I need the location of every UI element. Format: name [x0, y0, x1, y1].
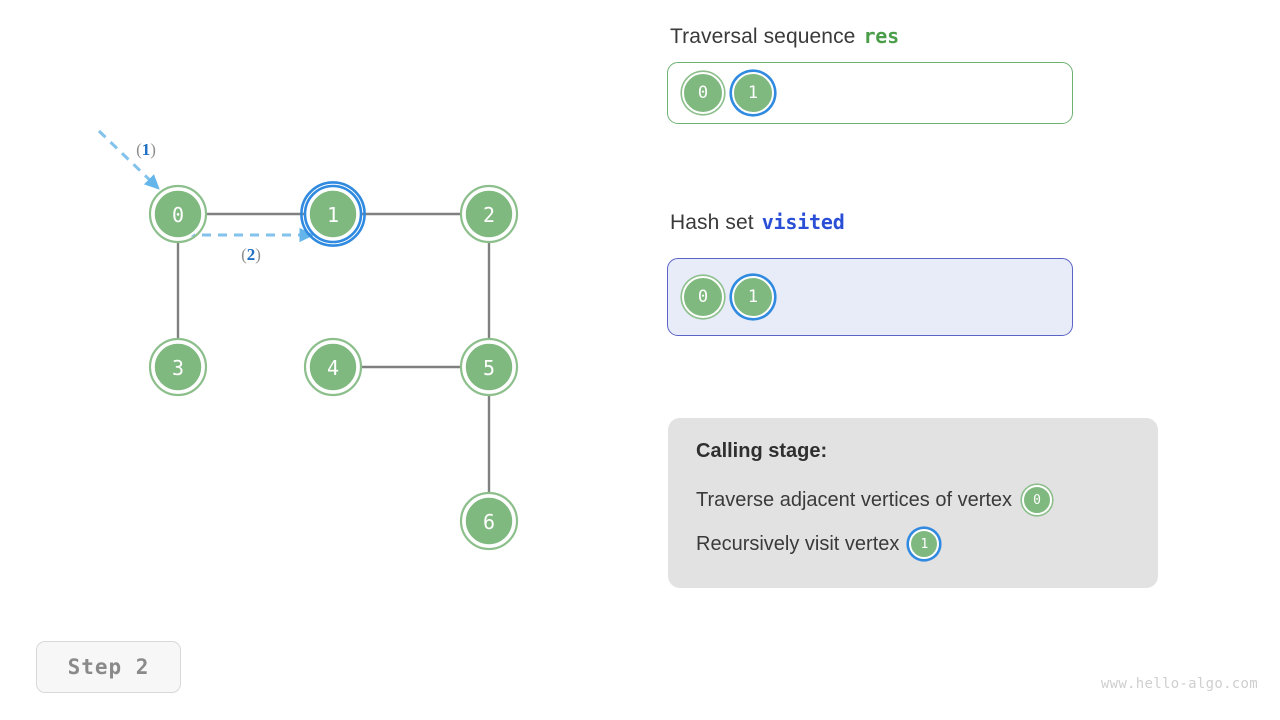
arrow-layer: [97, 129, 315, 243]
graph-node-6[interactable]: 6: [459, 491, 519, 551]
node-label: 6: [483, 510, 495, 534]
edge-layer: [176, 212, 491, 492]
node-outer-ring: [303, 337, 363, 397]
node-circle: [463, 495, 515, 547]
res-caption: Traversal sequence res: [670, 24, 899, 49]
badge-label: 1: [920, 536, 929, 552]
arrow-label-layer: (1) (2): [136, 140, 261, 264]
graph-node-1[interactable]: 1: [300, 181, 366, 247]
traverse-arrow-label: (2): [241, 245, 261, 264]
node-label: 4: [327, 356, 339, 380]
node-circle: [152, 341, 204, 393]
node-outer-ring: [303, 184, 363, 244]
node-label: 0: [172, 203, 184, 227]
visited-caption: Hash set visited: [670, 210, 845, 235]
entry-arrow-label: (1): [136, 140, 156, 159]
node-circle: [463, 188, 515, 240]
step-badge: Step 2: [36, 641, 181, 693]
badge-label: 0: [697, 83, 709, 103]
badge-label: 0: [1033, 492, 1041, 508]
badge-label: 1: [747, 287, 759, 307]
calling-stage-row: Recursively visit vertex 1: [696, 529, 1130, 559]
graph-node-0[interactable]: 0: [148, 184, 208, 244]
node-outer-ring: [148, 184, 208, 244]
entry-arrow: [97, 129, 160, 190]
node-circle: [463, 341, 515, 393]
node-layer: 0 1 2 3 4 5 6: [148, 181, 519, 551]
res-caption-text: Traversal sequence: [670, 25, 856, 48]
node-outer-ring: [459, 337, 519, 397]
res-caption-code: res: [863, 24, 899, 48]
calling-stage-row-text: Recursively visit vertex: [696, 532, 900, 555]
node-label: 5: [483, 356, 495, 380]
calling-stage-badge: 1: [909, 529, 940, 559]
node-outer-ring: [459, 184, 519, 244]
res-item: 0: [682, 72, 724, 114]
badge-label: 0: [697, 287, 709, 307]
badge-label: 1: [747, 83, 759, 103]
visited-item: 0: [682, 276, 724, 318]
visited-caption-code: visited: [761, 210, 845, 234]
visited-caption-text: Hash set: [670, 211, 754, 234]
res-item: 1: [732, 72, 774, 114]
node-highlight-ring: [300, 181, 366, 247]
graph-svg: 0 1 2 3 4 5 6 (1) (2): [97, 129, 519, 551]
calling-stage-row-text: Traverse adjacent vertices of vertex: [696, 488, 1013, 511]
visited-item: 1: [732, 276, 774, 318]
calling-stage-title: Calling stage:: [696, 440, 828, 462]
node-circle: [152, 188, 204, 240]
node-label: 2: [483, 203, 495, 227]
node-outer-ring: [148, 337, 208, 397]
node-circle: [307, 341, 359, 393]
graph-node-4[interactable]: 4: [303, 337, 363, 397]
calling-stage-box: Calling stage: Traverse adjacent vertice…: [668, 418, 1158, 588]
node-outer-ring: [459, 491, 519, 551]
watermark: www.hello-algo.com: [1100, 676, 1258, 692]
graph-node-2[interactable]: 2: [459, 184, 519, 244]
calling-stage-badge: 0: [1022, 485, 1053, 515]
node-label: 3: [172, 356, 184, 380]
node-label: 1: [327, 203, 339, 227]
node-circle: [307, 188, 359, 240]
graph-node-3[interactable]: 3: [148, 337, 208, 397]
graph-node-5[interactable]: 5: [459, 337, 519, 397]
graph-panel: 0 1 2 3 4 5 6 (1) (2): [0, 0, 640, 620]
calling-stage-row: Traverse adjacent vertices of vertex 0: [696, 485, 1130, 515]
